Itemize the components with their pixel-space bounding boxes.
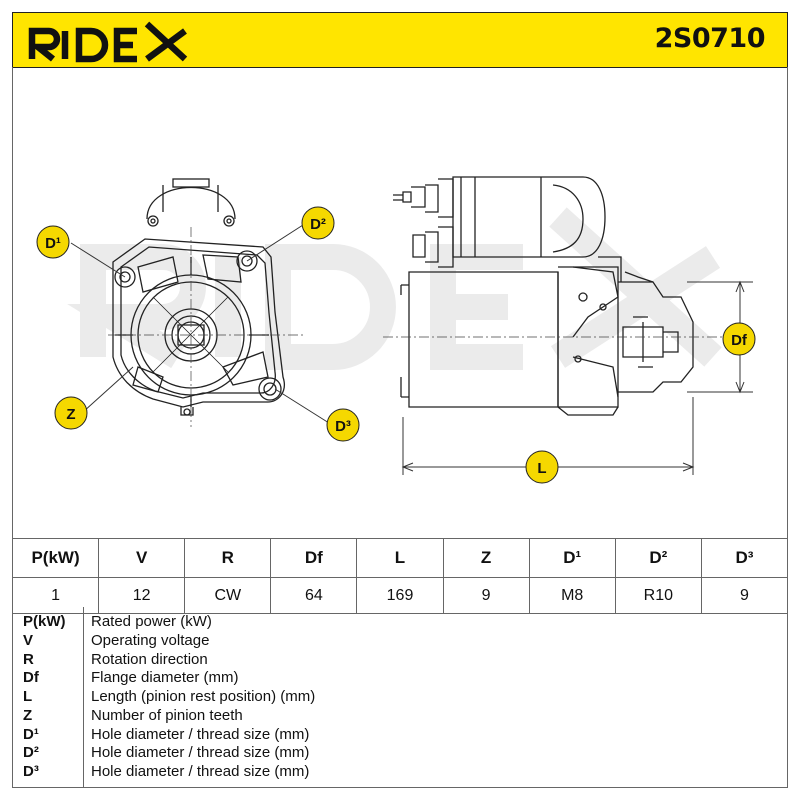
legend-desc: Rated power (kW) (91, 613, 212, 630)
legend-abbr: V (23, 632, 34, 649)
part-number: 2S0710 (654, 23, 766, 54)
technical-drawing-frame: D¹ D² Z D³ Df L (12, 67, 788, 538)
svg-text:Df: Df (731, 332, 748, 349)
spec-header: D² (614, 538, 702, 578)
svg-text:L: L (537, 460, 546, 477)
legend-abbr: D³ (23, 763, 39, 780)
spec-header: V (98, 538, 186, 578)
spec-header: Z (442, 538, 530, 578)
spec-value: 12 (98, 577, 186, 614)
legend-divider (83, 607, 84, 787)
callout-d2: D² (301, 206, 335, 240)
legend-desc: Hole diameter / thread size (mm) (91, 726, 310, 743)
legend-desc: Hole diameter / thread size (mm) (91, 763, 310, 780)
legend-desc: Number of pinion teeth (91, 707, 243, 724)
legend-desc: Operating voltage (91, 632, 210, 649)
legend-row: R Rotation direction (13, 651, 787, 669)
callout-d1: D¹ (36, 225, 70, 259)
spec-value: M8 (528, 577, 616, 614)
legend-row: P(kW) Rated power (kW) (13, 613, 787, 631)
legend-desc: Rotation direction (91, 651, 208, 668)
legend-row: D³ Hole diameter / thread size (mm) (13, 763, 787, 781)
legend-row: Df Flange diameter (mm) (13, 669, 787, 687)
svg-text:D²: D² (310, 216, 326, 233)
starter-motor-drawing: D¹ D² Z D³ Df L (36, 176, 756, 484)
legend-abbr: D¹ (23, 726, 39, 743)
ridex-watermark (67, 207, 722, 370)
legend-desc: Hole diameter / thread size (mm) (91, 744, 310, 761)
header-bar: 2S0710 (12, 12, 788, 68)
legend-desc: Length (pinion rest position) (mm) (91, 688, 316, 705)
legend-abbr: D² (23, 744, 39, 761)
legend-row: Z Number of pinion teeth (13, 707, 787, 725)
spec-value: 169 (356, 577, 444, 614)
spec-value: 9 (700, 577, 789, 614)
legend-row: D¹ Hole diameter / thread size (mm) (13, 726, 787, 744)
legend-abbr: Z (23, 707, 33, 724)
legend-row: V Operating voltage (13, 632, 787, 650)
spec-header-row: P(kW) V R Df L Z D¹ D² D³ (11, 538, 789, 578)
callout-z: Z (54, 396, 88, 430)
spec-header: L (356, 538, 444, 578)
spec-header: R (184, 538, 272, 578)
ridex-logo (28, 21, 188, 63)
legend-row: L Length (pinion rest position) (mm) (13, 688, 787, 706)
svg-text:D¹: D¹ (45, 235, 61, 252)
spec-header: D³ (700, 538, 789, 578)
legend-row: D² Hole diameter / thread size (mm) (13, 744, 787, 762)
legend-desc: Flange diameter (mm) (91, 669, 239, 686)
spec-header: P(kW) (11, 538, 100, 578)
callout-d3: D³ (326, 408, 360, 442)
svg-text:D³: D³ (335, 418, 351, 435)
legend: P(kW) Rated power (kW) V Operating volta… (12, 607, 788, 788)
callout-l: L (525, 450, 559, 484)
svg-text:Z: Z (66, 406, 75, 423)
legend-abbr: Df (23, 669, 39, 686)
legend-abbr: R (23, 651, 34, 668)
spec-header: Df (270, 538, 358, 578)
callout-df: Df (722, 322, 756, 356)
spec-table: P(kW) V R Df L Z D¹ D² D³ 1 12 CW 64 169… (11, 538, 789, 614)
legend-abbr: P(kW) (23, 613, 66, 630)
spec-header: D¹ (528, 538, 616, 578)
spec-value-row: 1 12 CW 64 169 9 M8 R10 9 (11, 577, 789, 614)
legend-abbr: L (23, 688, 33, 705)
spec-value: CW (184, 577, 272, 614)
side-view (393, 176, 694, 416)
